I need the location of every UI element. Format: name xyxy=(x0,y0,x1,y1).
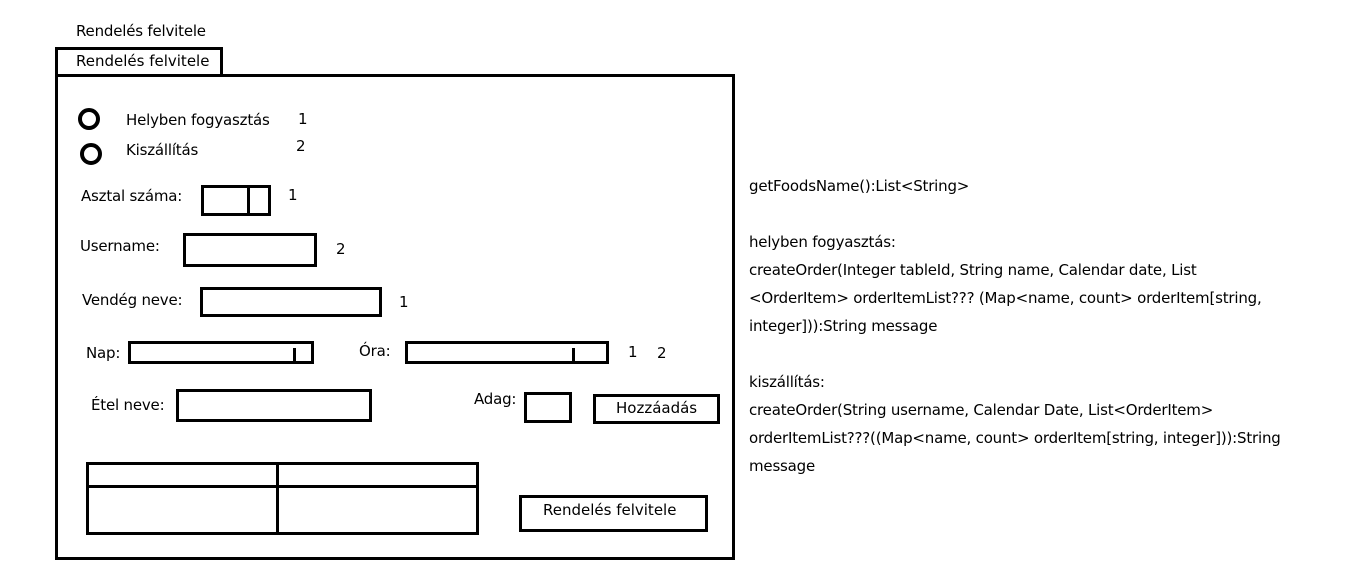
radio-label-kiszallitas: Kiszállítás xyxy=(126,141,199,159)
spinner-divider xyxy=(247,188,250,213)
table-number-spinner[interactable] xyxy=(201,185,271,216)
radio-label-helyben: Helyben fogyasztás xyxy=(126,111,270,129)
note-line: message xyxy=(749,457,816,475)
note-guest-name: 1 xyxy=(399,293,409,311)
table-number-label: Asztal száma: xyxy=(81,187,183,205)
food-name-field[interactable] xyxy=(176,389,372,422)
note-table-number: 1 xyxy=(288,186,298,204)
order-items-table[interactable] xyxy=(86,462,479,535)
username-field[interactable] xyxy=(183,233,317,267)
table-header-divider xyxy=(89,485,476,488)
note-line: createOrder(Integer tableId, String name… xyxy=(749,261,1197,279)
main-panel xyxy=(55,74,735,560)
tab-rendeles-felvitele[interactable]: Rendelés felvitele xyxy=(55,47,223,77)
note-line: kiszállítás: xyxy=(749,373,825,391)
radio-helyben-fogyasztas[interactable] xyxy=(78,108,100,130)
food-name-label: Étel neve: xyxy=(91,396,165,414)
submit-order-button[interactable]: Rendelés felvitele xyxy=(519,495,708,532)
table-column-divider xyxy=(276,465,279,532)
note-line: createOrder(String username, Calendar Da… xyxy=(749,401,1214,419)
add-button-label: Hozzáadás xyxy=(616,399,698,417)
hour-picker-handle[interactable] xyxy=(572,348,575,363)
note-line: integer])):String message xyxy=(749,317,938,335)
note-line: getFoodsName():List<String> xyxy=(749,177,970,195)
portion-field[interactable] xyxy=(524,392,572,423)
note-line xyxy=(749,200,1281,228)
guest-name-label: Vendég neve: xyxy=(82,291,183,309)
note-kiszallitas: 2 xyxy=(296,137,306,155)
hour-picker[interactable] xyxy=(405,341,609,364)
note-helyben: 1 xyxy=(298,110,308,128)
submit-button-label: Rendelés felvitele xyxy=(543,501,677,519)
radio-kiszallitas[interactable] xyxy=(80,143,102,165)
note-line xyxy=(749,340,1281,368)
note-datetime-2: 2 xyxy=(657,344,667,362)
hour-label: Óra: xyxy=(359,342,391,360)
portion-label: Adag: xyxy=(474,390,517,408)
tab-label: Rendelés felvitele xyxy=(76,52,210,70)
day-picker-handle[interactable] xyxy=(293,348,296,363)
note-line: orderItemList???((Map<name, count> order… xyxy=(749,429,1281,447)
note-line: helyben fogyasztás: xyxy=(749,233,896,251)
day-picker[interactable] xyxy=(128,341,314,364)
guest-name-field[interactable] xyxy=(200,287,382,317)
window-title: Rendelés felvitele xyxy=(76,22,206,40)
developer-notes: getFoodsName():List<String> helyben fogy… xyxy=(749,172,1281,480)
add-button[interactable]: Hozzáadás xyxy=(593,394,720,424)
note-line: <OrderItem> orderItemList??? (Map<name, … xyxy=(749,289,1262,307)
note-username: 2 xyxy=(336,240,346,258)
note-datetime-1: 1 xyxy=(628,343,638,361)
username-label: Username: xyxy=(80,237,160,255)
day-label: Nap: xyxy=(86,344,121,362)
